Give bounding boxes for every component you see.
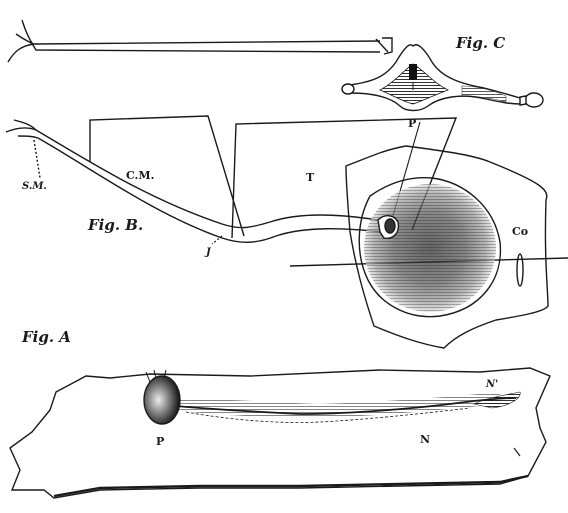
fig-a-p-label: P xyxy=(156,436,164,447)
n-label: N xyxy=(420,434,430,445)
sm-pointer xyxy=(34,140,40,178)
fig-c-label: Fig. C xyxy=(456,36,505,51)
j-pointer xyxy=(212,236,222,244)
co-label: Co xyxy=(512,226,528,237)
j-label: J xyxy=(206,248,211,258)
fig-c-drawing xyxy=(342,45,543,111)
fig-a-label: Fig. A xyxy=(22,330,71,345)
t-label: T xyxy=(306,172,314,183)
fig-a-drawing xyxy=(10,368,550,498)
eye-hatching xyxy=(364,184,496,312)
top-nerve xyxy=(8,20,392,62)
fig-b-label: Fig. B. xyxy=(88,218,143,233)
fig-c-p-label: P xyxy=(408,118,416,129)
sm-label: S.M. xyxy=(22,182,47,192)
cm-label: C.M. xyxy=(126,170,154,181)
n-prime-label: N' xyxy=(486,380,498,390)
